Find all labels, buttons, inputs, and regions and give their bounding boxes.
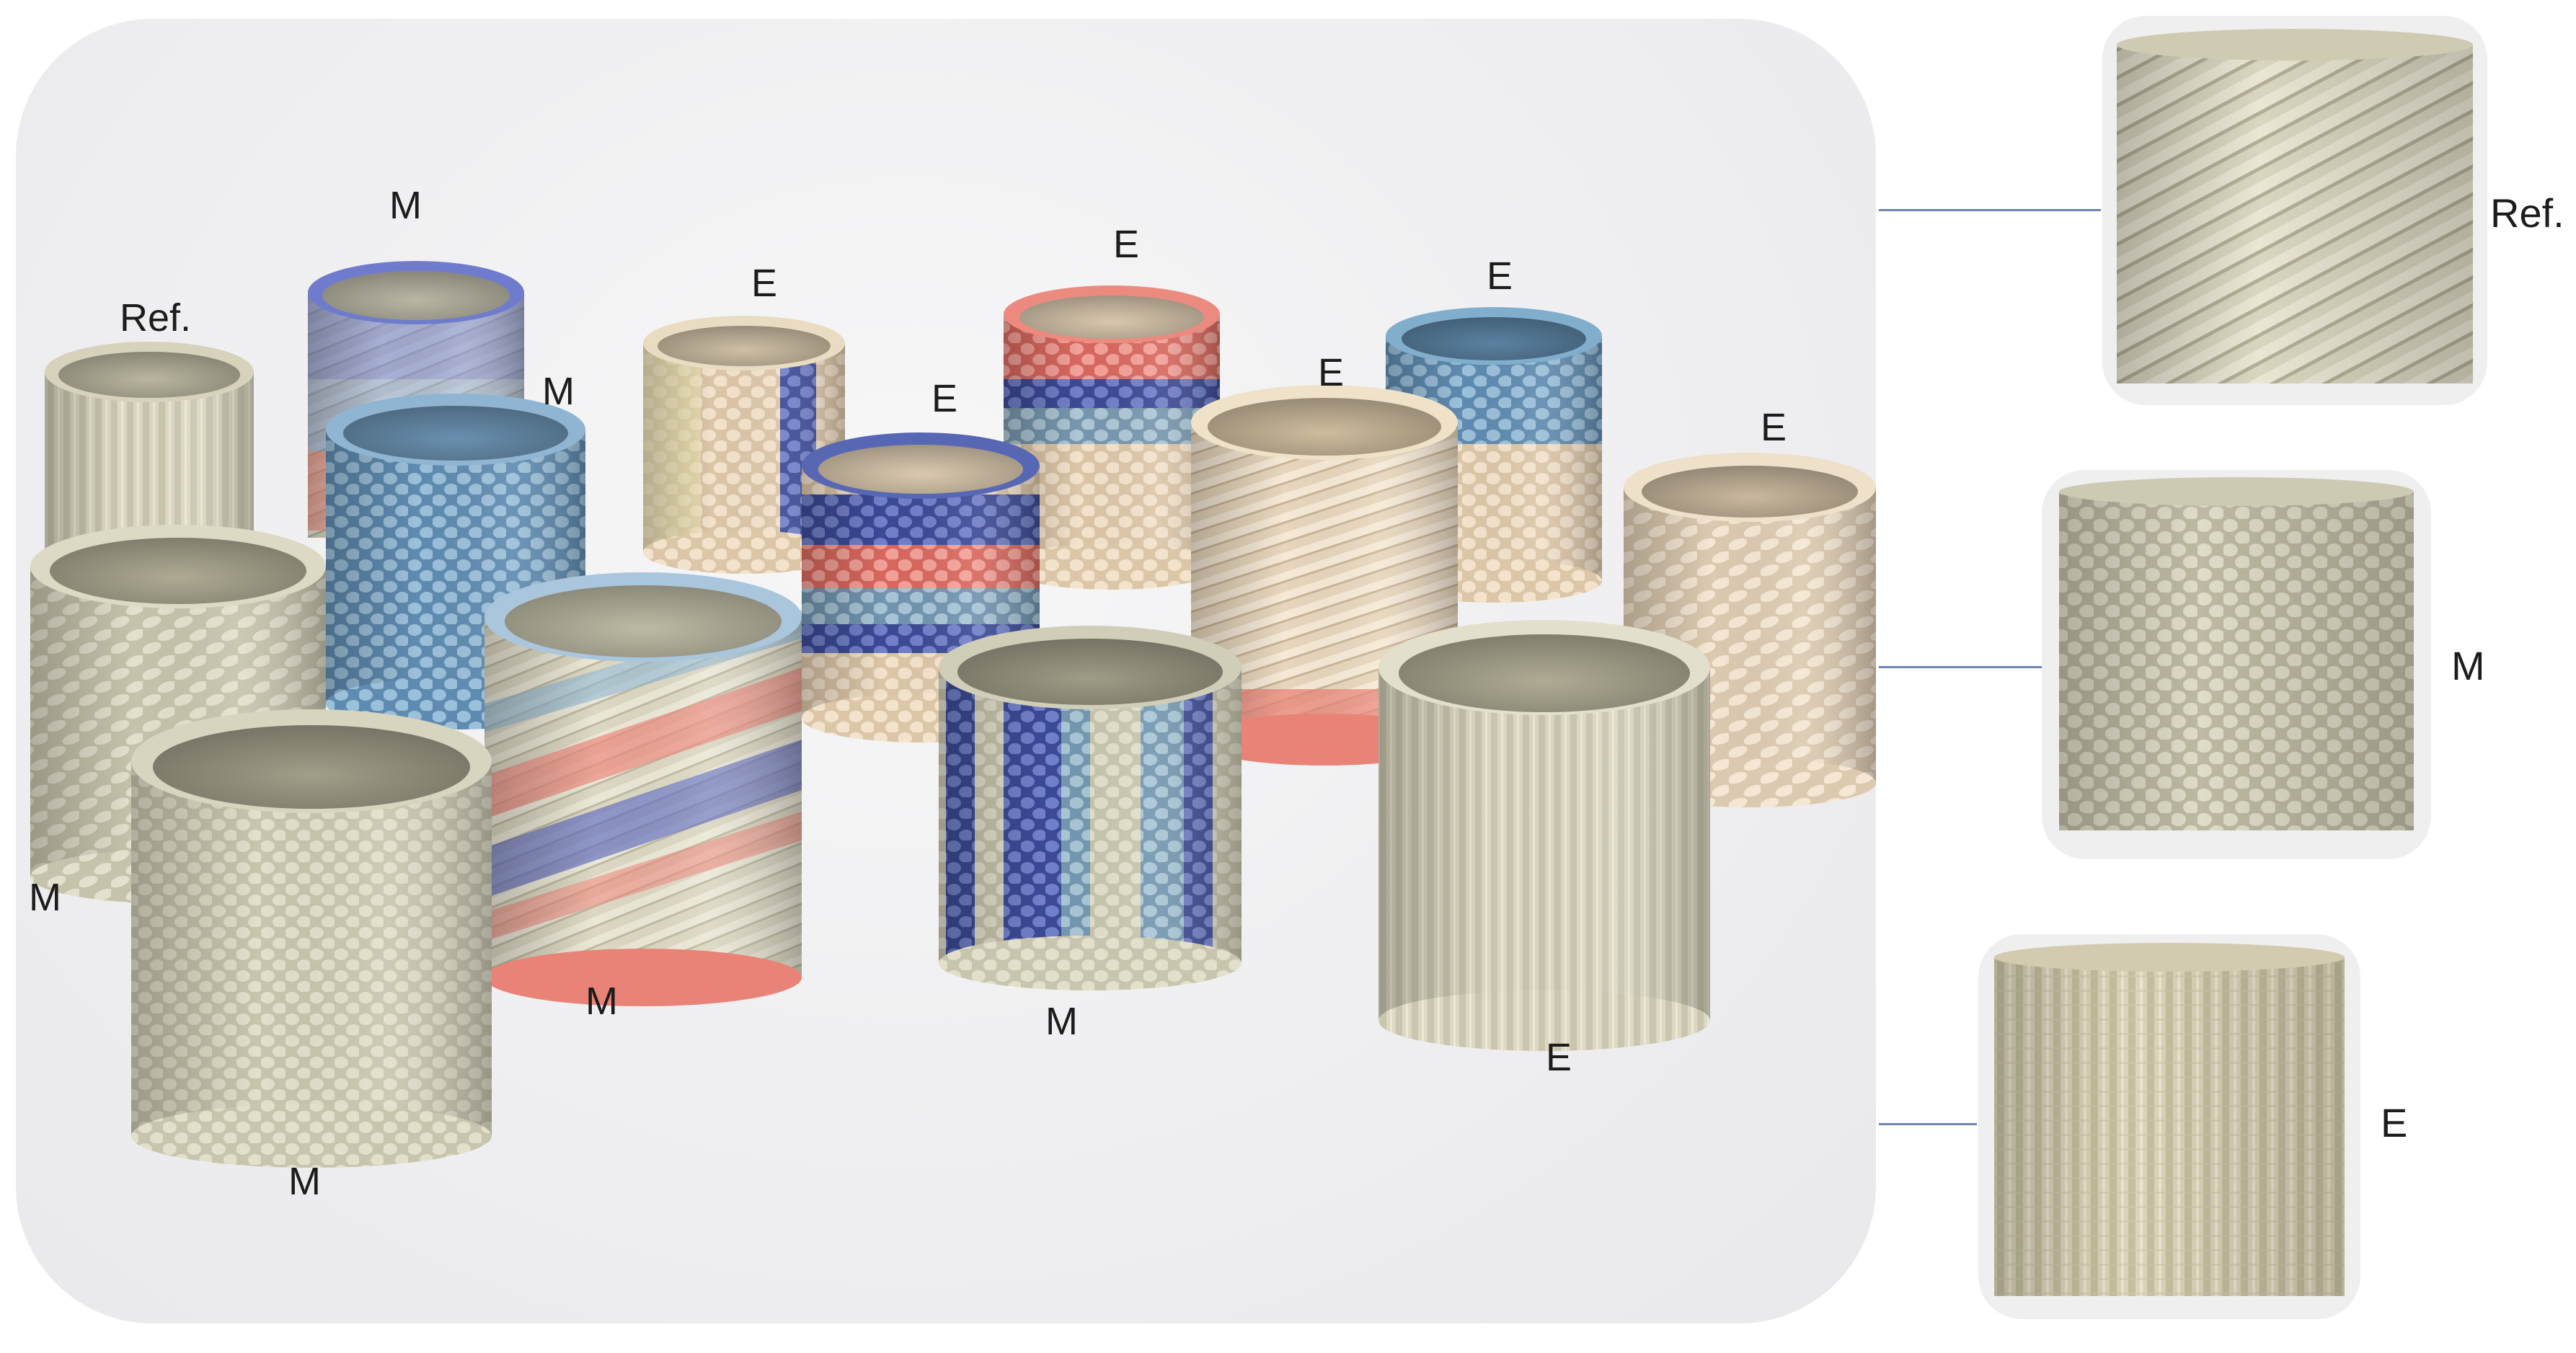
label-m-diagonal: M (542, 370, 575, 413)
label-m-striped: M (1045, 1000, 1078, 1043)
cylinder-e-ribbed (1378, 620, 1710, 1051)
label-e-diagonal: E (1318, 351, 1345, 394)
side-label-m: M (2451, 643, 2485, 688)
panel-m (2042, 470, 2431, 859)
label-m-multicolor: M (585, 980, 618, 1023)
label-m-left: M (29, 876, 61, 919)
panel-ref-texture (2117, 29, 2473, 383)
label-e-tricolor: E (931, 377, 958, 420)
label-e-blue: E (1487, 254, 1513, 298)
panel-m-texture (2059, 477, 2414, 830)
label-m-top: M (389, 184, 422, 227)
label-e-yellow: E (751, 262, 778, 305)
connector-e (1879, 1123, 1977, 1125)
cylinder-m-diagonal-multicolor (484, 572, 802, 1006)
label-m-front: M (288, 1160, 321, 1203)
label-e-coral: E (1113, 223, 1140, 266)
label-ref: Ref. (120, 296, 192, 340)
label-e-woven: E (1761, 406, 1787, 449)
cylinders-photo: M Ref. M E E E E E E M M M E M (16, 19, 1876, 1323)
panel-ref (2102, 16, 2487, 405)
connector-m (1879, 666, 2042, 668)
cylinder-m-striped-columns (939, 626, 1241, 990)
side-label-ref: Ref. (2490, 190, 2564, 236)
side-label-e: E (2381, 1100, 2408, 1145)
connector-ref (1879, 209, 2101, 211)
cylinders-illustration (30, 261, 1876, 1168)
panel-e-texture (1994, 943, 2345, 1296)
cylinder-m-bead-front (131, 709, 492, 1168)
label-e-ribbed: E (1546, 1036, 1572, 1079)
panel-e (1978, 934, 2360, 1319)
